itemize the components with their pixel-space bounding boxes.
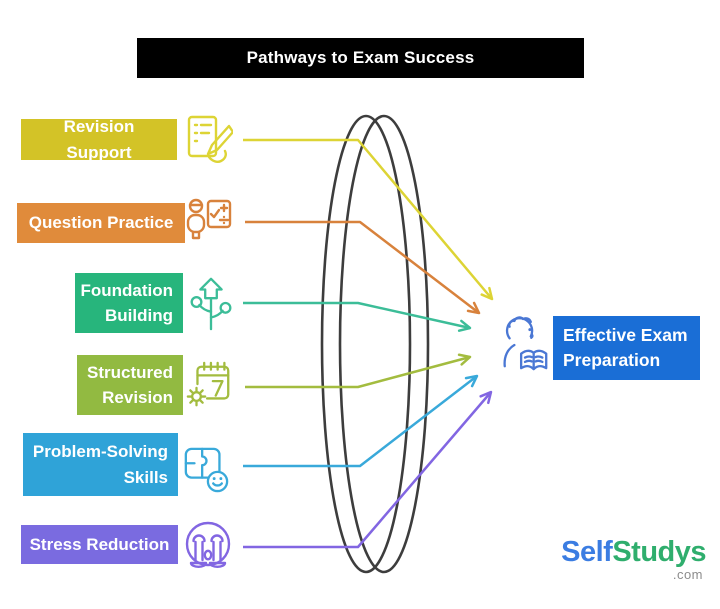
arrow-problem-solving: [243, 374, 479, 468]
arrow-revision-support: [243, 138, 494, 301]
logo-part-studys: Studys: [612, 536, 706, 568]
page-title: Pathways to Exam Success: [246, 48, 475, 67]
pathway-box-structured-revision: Structured Revision: [77, 355, 183, 415]
selfstudys-logo: SelfStudys .com: [548, 536, 706, 582]
pathway-label: Problem-Solving Skills: [32, 442, 168, 487]
pathway-box-stress-reduction: Stress Reduction: [21, 525, 178, 564]
person-reading-icon: [503, 316, 548, 371]
pathway-label: Stress Reduction: [29, 534, 170, 554]
lens-ellipse-back: [338, 114, 430, 574]
pathway-box-foundation-building: Foundation Building: [75, 273, 183, 333]
lens-ellipse-front: [320, 114, 412, 574]
puzzle-smiley-icon: [184, 447, 229, 493]
arrow-question-practice: [245, 220, 481, 315]
calendar-gear-icon: [186, 361, 230, 407]
pathway-box-problem-solving: Problem-Solving Skills: [23, 433, 178, 496]
logo-part-self: Self: [561, 536, 613, 568]
growth-plant-icon: [190, 277, 232, 331]
pathway-label: Question Practice: [28, 213, 174, 233]
teacher-board-icon: [186, 198, 232, 240]
logo-suffix: .com: [672, 567, 703, 582]
writing-note-icon: [187, 115, 233, 163]
crying-face-icon: [185, 521, 231, 568]
pathway-box-question-practice: Question Practice: [17, 203, 185, 243]
pathway-label: Revision Support: [63, 117, 135, 162]
title-banner: Pathways to Exam Success: [137, 38, 584, 78]
arrow-foundation-building: [243, 301, 472, 332]
pathway-label: Structured Revision: [87, 362, 173, 408]
pathway-label: Foundation Building: [80, 280, 173, 326]
pathway-box-revision-support: Revision Support: [21, 117, 177, 162]
result-label: Effective Exam Preparation: [563, 324, 688, 370]
result-box-effective-exam-preparation: Effective Exam Preparation: [553, 316, 700, 380]
arrow-structured-revision: [245, 353, 472, 389]
arrow-stress-reduction: [243, 390, 493, 549]
lens-shape: [320, 114, 430, 574]
